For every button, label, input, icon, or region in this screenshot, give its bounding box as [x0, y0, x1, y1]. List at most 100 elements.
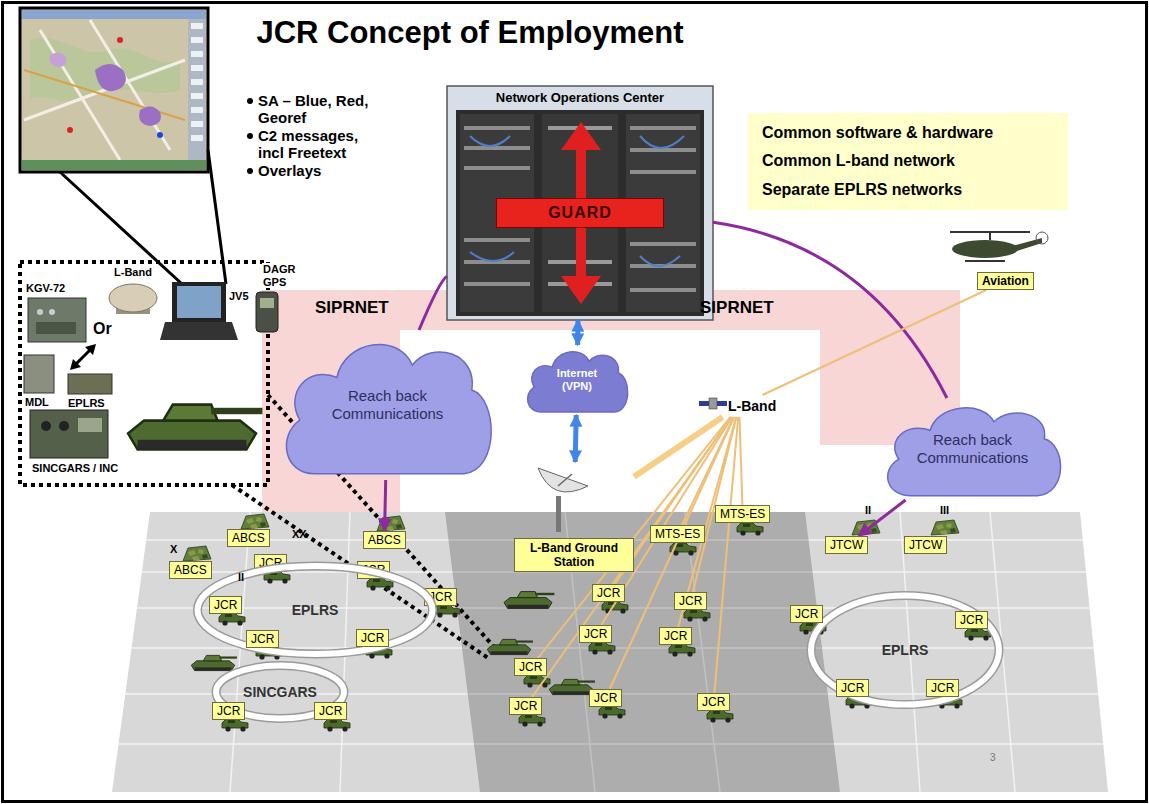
vehicles	[434, 605, 460, 618]
noc-panel	[447, 86, 713, 320]
equipment	[177, 286, 221, 318]
node-text: SINCGARS	[243, 684, 317, 700]
ring-outline	[216, 666, 344, 719]
equipment	[109, 284, 157, 312]
node-text: ABCS	[368, 533, 401, 547]
equipment	[37, 309, 43, 315]
node-text: JCR	[702, 695, 725, 709]
node-text: JCR	[214, 598, 237, 612]
radio-tag: JCR	[514, 658, 547, 676]
radio-tag: JCR	[509, 697, 542, 715]
vehicles	[707, 710, 733, 723]
network-ring: EPLRS	[805, 588, 1005, 712]
equipment	[68, 374, 112, 394]
echelon-mark: II	[238, 571, 244, 584]
satellite-link	[740, 417, 743, 505]
map-screen	[188, 19, 206, 160]
ground-dish	[538, 468, 588, 532]
map-screen	[117, 37, 123, 43]
node-text: L-Band Ground Station	[514, 538, 634, 572]
map-screen	[24, 20, 185, 160]
node-text: JCR	[841, 681, 864, 695]
echelon-mark: II	[865, 504, 871, 517]
map-screen	[20, 8, 208, 172]
command-tents	[931, 520, 959, 535]
map-screen	[157, 132, 163, 138]
equipment	[36, 322, 76, 334]
equipment	[30, 410, 108, 458]
reachback-link	[385, 480, 386, 531]
radio-tag: JCR	[697, 693, 730, 711]
map-screen	[191, 26, 203, 138]
helicopter	[1036, 232, 1048, 244]
noc-panel	[464, 128, 696, 290]
command-tag: JTCW	[904, 536, 947, 554]
radio-tag: JCR	[212, 702, 245, 720]
equipment	[78, 418, 102, 432]
satellite-link	[763, 290, 987, 395]
command-tag: JTCW	[825, 536, 868, 554]
bullet-dots	[247, 98, 253, 174]
ring-outline	[198, 566, 433, 654]
node-text: JCR	[584, 627, 607, 641]
ground-dish	[556, 496, 561, 532]
vehicles	[684, 609, 710, 622]
noc-panel	[447, 86, 713, 320]
cloud-outline	[286, 344, 491, 473]
vehicles	[519, 714, 545, 727]
command-tag: ABCS	[363, 531, 406, 549]
network-ring: EPLRS	[190, 560, 440, 660]
vehicles	[219, 613, 245, 626]
helicopter	[1012, 238, 1042, 252]
vehicle-tag: MTS-ES	[715, 505, 770, 523]
radio-tag: JCR	[659, 627, 692, 645]
radio-tag: JCR	[314, 702, 347, 720]
node-text: L-Band	[728, 398, 776, 414]
ground-floor	[112, 512, 1108, 792]
echelon-mark: XX	[292, 528, 307, 541]
note-box: Common software & hardwareCommon L-band …	[748, 113, 1068, 210]
option-word: Or	[93, 320, 112, 338]
ring-outline	[198, 566, 433, 654]
map-screen	[22, 160, 206, 170]
noc-panel	[542, 114, 618, 312]
equipment	[49, 309, 55, 315]
radio-tag: JCR	[579, 625, 612, 643]
ground-floor	[118, 512, 1103, 792]
satellite: L-Band	[698, 395, 780, 417]
map-screen	[67, 127, 73, 133]
vehicles	[669, 644, 695, 657]
map-screen	[95, 64, 126, 91]
equipment	[128, 405, 262, 450]
echelon-mark: III	[940, 504, 949, 517]
part-label: DAGR GPS	[262, 263, 302, 288]
node-text: JCR	[597, 586, 620, 600]
radio-tag: JCR	[246, 630, 279, 648]
noc-panel	[548, 128, 612, 284]
equipment	[24, 355, 54, 393]
node-text: ABCS	[174, 563, 207, 577]
ground-floor	[445, 512, 840, 792]
equipment	[28, 298, 86, 342]
map-screen	[50, 52, 67, 67]
radio-tag: JCR	[674, 592, 707, 610]
node-text: Reach back Communications	[898, 431, 1048, 467]
diagram-title: JCR Concept of Employment	[170, 14, 770, 52]
operations-center: Network Operations CenterGUARD	[447, 86, 713, 320]
network-link	[575, 415, 576, 462]
node-text: GUARD	[548, 204, 612, 222]
equipment	[41, 421, 51, 431]
node-text: Network Operations Center	[496, 90, 664, 106]
node-text: ABCS	[232, 531, 265, 545]
part-label: JV5	[229, 290, 249, 303]
bullet-text: C2 messages, incl Freetext	[258, 127, 378, 162]
ring-outline	[811, 595, 999, 704]
network-label: SIPRNET	[700, 298, 774, 318]
equipment	[70, 344, 96, 370]
radio-tag: JCR	[790, 605, 823, 623]
radio-tag: JCR	[836, 679, 869, 697]
equipment	[24, 282, 278, 458]
command-tag: ABCS	[169, 561, 212, 579]
cloud-outline	[887, 408, 1060, 496]
